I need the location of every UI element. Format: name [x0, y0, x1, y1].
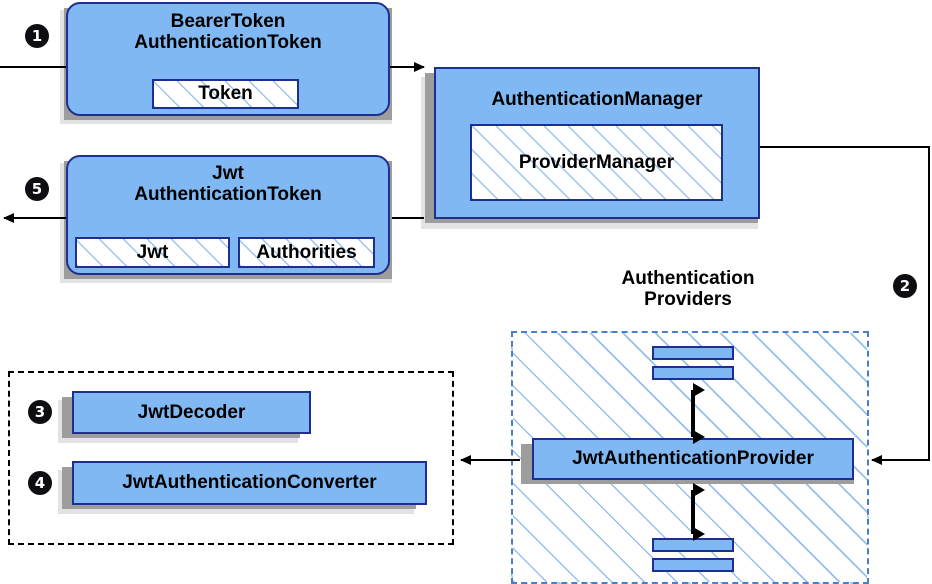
slot-token-label: Token	[198, 83, 253, 104]
provider-placeholder-bar-3	[652, 538, 734, 552]
slot-token: Token	[152, 79, 299, 109]
slot-provider-manager: ProviderManager	[470, 124, 723, 201]
jwt-support-group	[8, 371, 454, 545]
provider-placeholder-bar-1	[652, 346, 734, 360]
provider-placeholder-bar-4	[652, 558, 734, 572]
step-badge-3: 3	[28, 400, 52, 424]
jwt-token-title-line1: Jwt	[212, 163, 244, 184]
bearer-token-title-line2: AuthenticationToken	[134, 32, 322, 54]
jwt-authentication-provider-title: JwtAuthenticationProvider	[572, 448, 814, 470]
slot-provider-manager-label: ProviderManager	[518, 151, 675, 173]
jwt-authentication-converter-title: JwtAuthenticationConverter	[122, 472, 377, 494]
step-badge-5: 5	[25, 177, 49, 201]
jwt-decoder-title: JwtDecoder	[137, 401, 246, 423]
step-badge-1: 1	[25, 24, 49, 48]
slot-authorities: Authorities	[238, 237, 375, 268]
slot-authorities-label: Authorities	[256, 241, 357, 263]
authentication-providers-label-line2: Providers	[644, 289, 732, 311]
authentication-providers-label-line1: Authentication	[621, 268, 755, 289]
authentication-manager-title: AuthenticationManager	[491, 89, 703, 110]
slot-jwt-label: Jwt	[136, 241, 169, 263]
node-jwt-authentication-converter[interactable]: JwtAuthenticationConverter	[72, 461, 427, 505]
slot-jwt: Jwt	[75, 237, 230, 268]
bearer-token-title-line1: BearerToken	[170, 11, 286, 32]
jwt-token-title-line2: AuthenticationToken	[134, 184, 322, 206]
step-badge-2: 2	[893, 274, 917, 298]
node-jwt-decoder[interactable]: JwtDecoder	[72, 391, 311, 434]
provider-placeholder-bar-2	[652, 366, 734, 380]
step-badge-4: 4	[28, 471, 52, 495]
authentication-providers-label: Authentication Providers	[592, 268, 784, 311]
node-jwt-authentication-provider[interactable]: JwtAuthenticationProvider	[532, 438, 854, 480]
